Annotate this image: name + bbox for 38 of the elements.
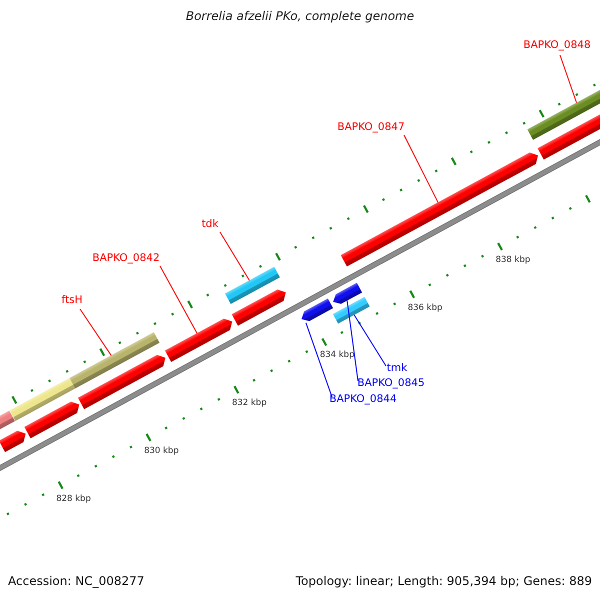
gene-bar [69,332,160,388]
gene-label: BAPKO_0845 [357,377,425,389]
title: Borrelia afzelii PKo, complete genome [184,9,416,23]
gene-bar [225,266,280,304]
gene-bar [332,296,370,324]
gene-block [24,402,80,438]
gene-label: BAPKO_0847 [337,121,405,133]
gene-block [340,152,538,267]
scale-label: 834 kbp [320,350,354,360]
gene-block [301,298,334,322]
leader-line [80,308,112,356]
gene-bar [10,378,76,421]
scale-label: 838 kbp [496,255,530,266]
gene-label: BAPKO_0842 [92,252,160,264]
summary-text: Topology: linear; Length: 905,394 bp; Genes: 889 [296,574,592,588]
gene-bar [0,410,15,430]
leader-line [404,134,439,203]
leader-line [305,322,332,398]
scale-label: 830 kbp [144,446,179,456]
gene-block [78,354,166,410]
scale-label: 832 kbp [232,398,267,408]
gene-block [333,282,362,304]
gene-block [164,318,232,362]
scale-label: 828 kbp [56,494,91,504]
accession-text: Accession: NC_008277 [8,574,144,588]
gene-label: BAPKO_0844 [329,393,397,405]
leader-line [220,232,250,281]
leader-line [354,314,386,366]
gene-label: tmk [386,362,408,374]
gene-label: BAPKO_0848 [523,39,591,51]
gene-label: tdk [202,218,218,230]
leader-line [160,266,198,334]
leader-line [560,54,578,104]
scale-label: 836 kbp [408,302,442,313]
gene-block [0,430,26,452]
gene-block [232,289,286,326]
leader-line [346,300,358,382]
gene-label: ftsH [62,294,82,306]
